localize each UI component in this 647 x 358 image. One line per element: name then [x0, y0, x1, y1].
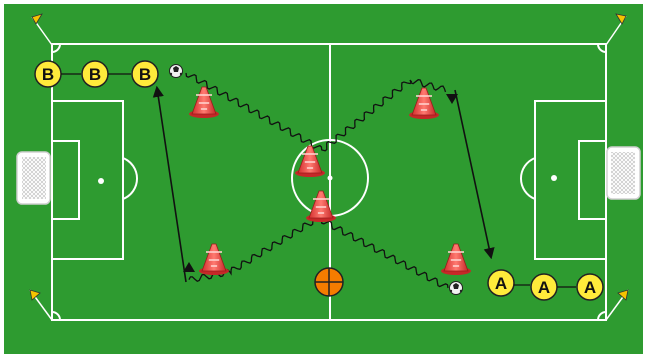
right-goal-area [578, 140, 607, 220]
svg-text:B: B [42, 65, 54, 84]
training-cone-icon [295, 145, 325, 177]
player-a-3: A [576, 273, 604, 301]
arrowhead-right-top [446, 94, 458, 104]
basketball-style-ball-icon [314, 267, 344, 297]
dribble-path-a-to-center [318, 215, 449, 289]
player-b-2: B [81, 60, 109, 88]
training-cone-icon [441, 243, 471, 275]
left-goal-area [51, 140, 80, 220]
svg-text:B: B [89, 65, 101, 84]
corner-flag-icon [605, 289, 629, 321]
svg-text:B: B [139, 65, 151, 84]
player-b-1: B [34, 60, 62, 88]
run-arrow-right [454, 89, 495, 260]
arrowhead-left-bottom [183, 262, 195, 272]
dribble-paths [185, 72, 449, 289]
corner-flag-icon [31, 13, 53, 46]
soccer-ball-icon [449, 281, 463, 295]
player-a-1: A [487, 269, 515, 297]
run-arrow-left [152, 85, 187, 283]
right-penalty-arc [519, 157, 536, 200]
center-spot [327, 175, 333, 181]
training-cone-icon [199, 243, 229, 275]
team-b-players: B B B [34, 60, 159, 88]
svg-text:A: A [495, 274, 507, 293]
cones [189, 86, 471, 275]
dribble-path-center-to-top-right [321, 79, 447, 152]
training-cone-icon [189, 86, 219, 118]
left-goal-net-icon [16, 151, 51, 205]
right-goal-net-icon [606, 146, 641, 200]
svg-text:A: A [584, 278, 596, 297]
svg-text:A: A [538, 278, 550, 297]
team-a-players: A A A [487, 269, 604, 301]
dribble-path-b-to-center [185, 72, 323, 151]
training-cone-icon [409, 87, 439, 119]
training-cone-icon [306, 190, 336, 222]
soccer-ball-icon [169, 64, 183, 78]
player-b-3: B [131, 60, 159, 88]
right-penalty-spot [551, 175, 557, 181]
corner-flag-icon [605, 13, 627, 46]
corner-flag-icon [29, 289, 53, 321]
left-penalty-spot [98, 178, 104, 184]
player-a-2: A [530, 273, 558, 301]
left-penalty-arc [122, 157, 139, 200]
